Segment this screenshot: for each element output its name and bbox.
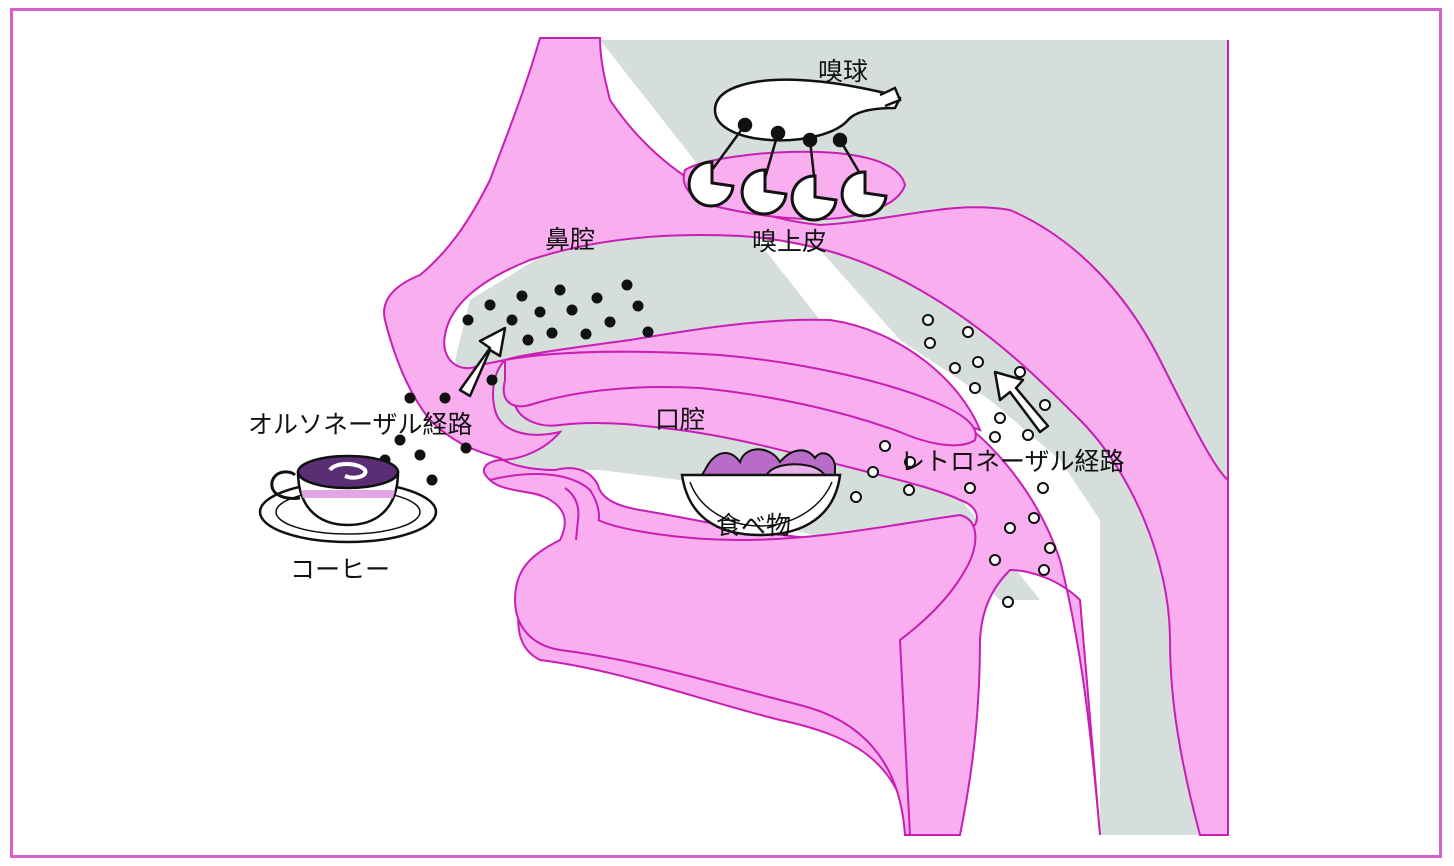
- orthonasal-route-label: オルソネーザル経路: [248, 410, 473, 439]
- olfactory-bulb-label: 嗅球: [818, 57, 868, 86]
- food-label: 食べ物: [716, 511, 791, 540]
- retronasal-route-label: レトロネーザル経路: [900, 447, 1125, 476]
- oral-cavity-label: 口腔: [655, 405, 705, 434]
- coffee-cup-icon: [260, 456, 436, 542]
- olfactory-epithelium-label: 嗅上皮: [752, 227, 827, 256]
- coffee-label: コーヒー: [290, 555, 390, 584]
- nasal-cavity-label: 鼻腔: [545, 225, 595, 254]
